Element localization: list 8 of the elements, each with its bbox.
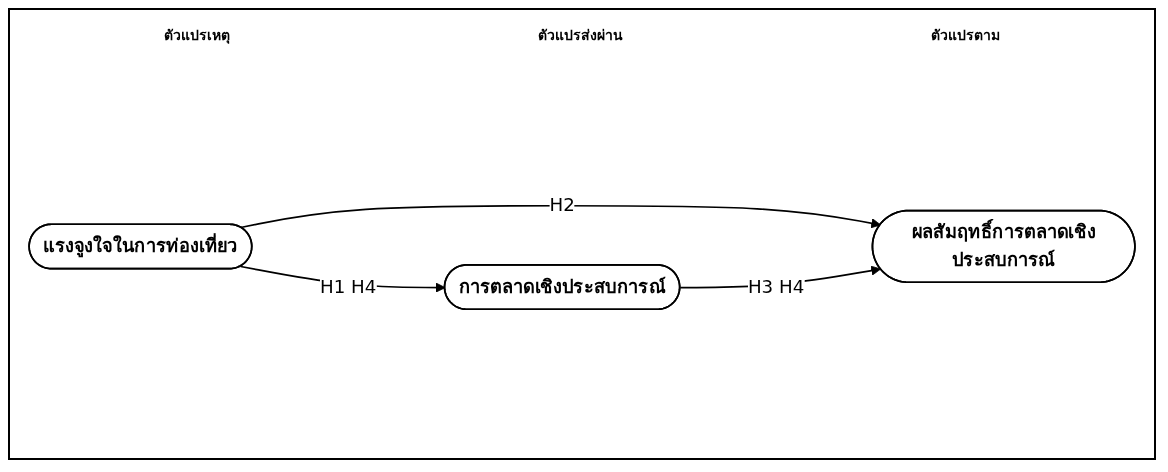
column-heading: ตัวแปรส่งผ่าน [538,26,623,45]
edge-label: H1 H4 [319,276,377,298]
column-heading: ตัวแปรเหตุ [164,26,230,46]
edge-label: H2 [549,194,575,217]
frame-border: ตัวแปรเหตุ ตัวแปรส่งผ่าน ตัวแปรตาม H2 H1 H4 H3 H4 แรงจูงใจในการท่องเที่ยว การตลาดเชิงประสบการณ์ ผลสัมฤทธิ์การตลาดเชิงประสบการณ์ [8,8,1156,460]
column-heading: ตัวแปรตาม [931,26,1000,45]
edge-label: H3 H4 [747,276,805,298]
arrow [239,205,882,229]
